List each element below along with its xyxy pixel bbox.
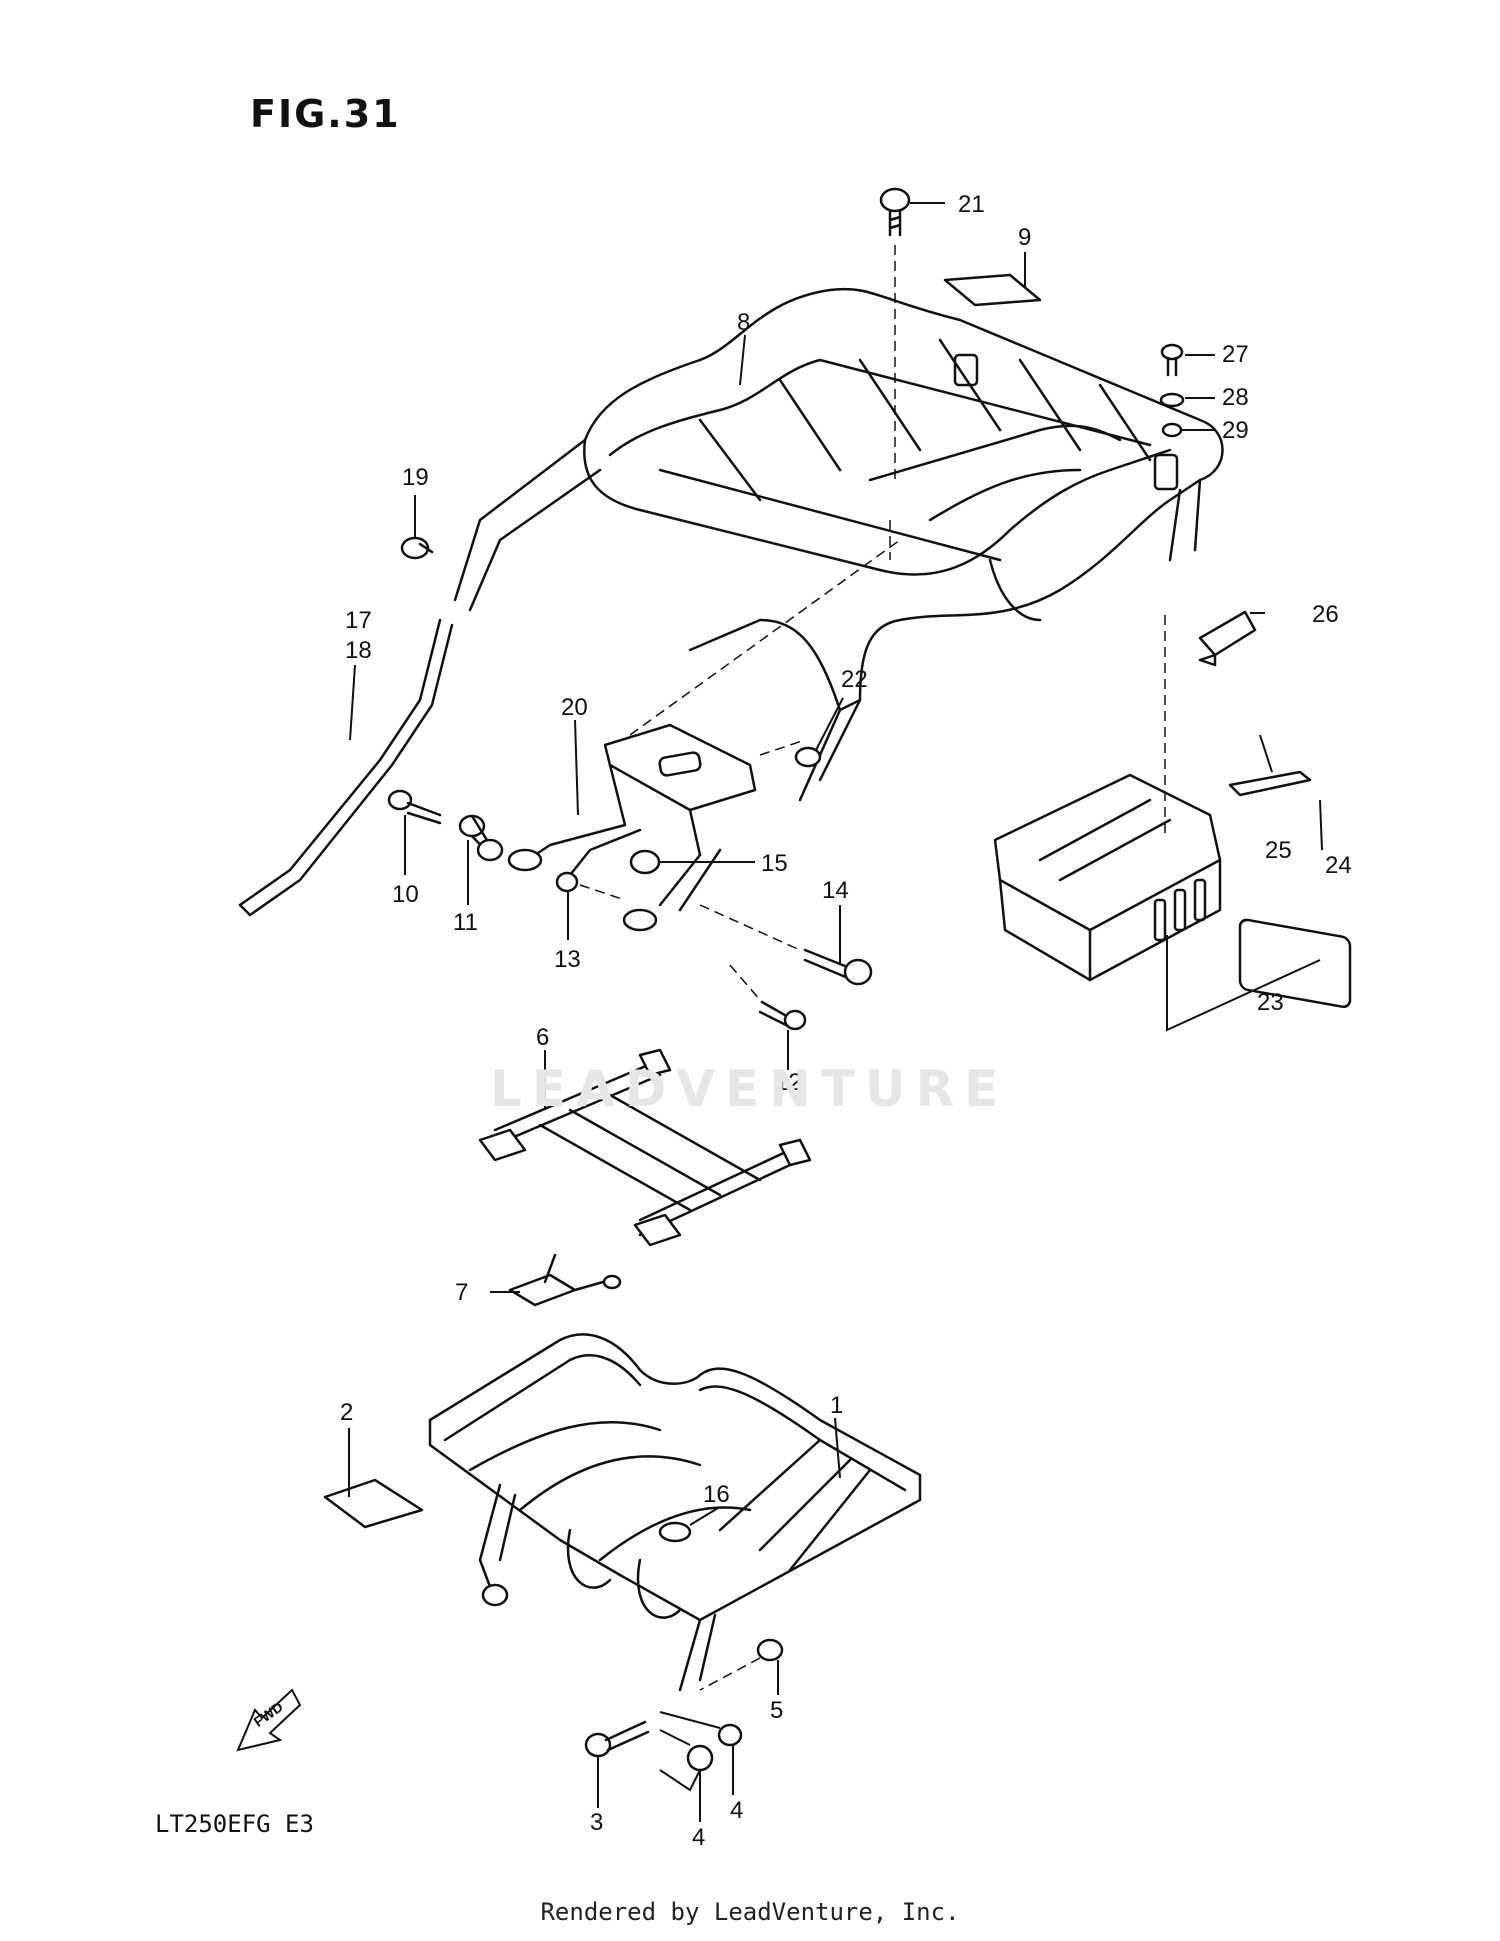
cushion-part-15[interactable] <box>629 849 661 875</box>
label-part-9[interactable] <box>943 273 1042 307</box>
callout-3: 3 <box>590 1809 603 1836</box>
callout-23: 23 <box>1257 989 1284 1016</box>
clamp-part-7[interactable] <box>508 1253 622 1307</box>
callout-13: 13 <box>554 946 581 973</box>
callout-25: 25 <box>1265 837 1292 864</box>
bolt-part-14[interactable] <box>803 948 873 986</box>
bolt-part-10[interactable] <box>387 789 442 825</box>
callout-6: 6 <box>536 1024 549 1051</box>
cap-part-19[interactable] <box>400 536 434 560</box>
callout-8: 8 <box>737 309 750 336</box>
callout-7: 7 <box>455 1279 468 1306</box>
callout-22: 22 <box>841 666 868 693</box>
callout-4a: 4 <box>692 1824 705 1851</box>
front-carrier-part-1[interactable] <box>428 1333 922 1692</box>
bushing-part-4a[interactable] <box>686 1744 714 1772</box>
bushing-part-4b[interactable] <box>717 1723 743 1747</box>
fwd-arrow-icon: FWD <box>236 1688 302 1752</box>
model-code: LT250EFG E3 <box>155 1810 314 1838</box>
callout-27: 27 <box>1222 341 1249 368</box>
bolt-part-27[interactable] <box>1160 343 1184 377</box>
bracket-part-20[interactable] <box>507 723 757 932</box>
washer-part-28[interactable] <box>1159 392 1185 408</box>
callout-17: 17 <box>345 607 372 634</box>
footer-credit: Rendered by LeadVenture, Inc. <box>540 1898 960 1926</box>
callout-28: 28 <box>1222 384 1249 411</box>
label-part-2[interactable] <box>323 1478 424 1529</box>
callout-10: 10 <box>392 881 419 908</box>
callout-5: 5 <box>770 1697 783 1724</box>
callout-29: 29 <box>1222 417 1249 444</box>
callout-21: 21 <box>958 191 985 218</box>
nut-part-13[interactable] <box>555 871 579 893</box>
callout-12: 12 <box>775 1069 802 1096</box>
collar-part-11[interactable] <box>458 814 504 862</box>
callout-24: 24 <box>1325 852 1352 879</box>
bolt-part-3[interactable] <box>584 1720 650 1758</box>
nut-part-5[interactable] <box>756 1638 784 1662</box>
bolt-part-12[interactable] <box>758 1000 807 1031</box>
callout-1: 1 <box>830 1392 843 1419</box>
nut-part-22[interactable] <box>794 746 822 768</box>
figure-title: FIG.31 <box>250 92 401 136</box>
callout-9: 9 <box>1018 224 1031 251</box>
leader-lines <box>348 202 1323 1822</box>
callout-numbers: 21 9 8 27 28 29 19 17 18 20 22 26 15 14 … <box>340 191 1352 1851</box>
callout-2: 2 <box>340 1399 353 1426</box>
cap-part-24[interactable] <box>1238 918 1352 1009</box>
callout-11: 11 <box>453 909 478 936</box>
callout-16: 16 <box>703 1481 730 1508</box>
nut-part-29[interactable] <box>1161 422 1183 438</box>
callout-15: 15 <box>761 850 788 877</box>
bracket-part-25[interactable] <box>1228 770 1312 797</box>
frame-part-6[interactable] <box>478 1048 812 1247</box>
callout-14: 14 <box>822 877 849 904</box>
callout-18: 18 <box>345 637 372 664</box>
rod-part-17-18[interactable] <box>238 618 454 917</box>
clip-part-26[interactable] <box>1198 610 1257 667</box>
callout-19: 19 <box>402 464 429 491</box>
callout-4b: 4 <box>730 1797 743 1824</box>
bolt-part-21[interactable] <box>879 187 911 237</box>
watermark: LEADVENTURE <box>490 1060 1009 1118</box>
callout-26: 26 <box>1312 601 1339 628</box>
tool-box-part-23[interactable] <box>993 773 1222 982</box>
callout-20: 20 <box>561 694 588 721</box>
rear-carrier-part-8[interactable] <box>453 287 1224 802</box>
